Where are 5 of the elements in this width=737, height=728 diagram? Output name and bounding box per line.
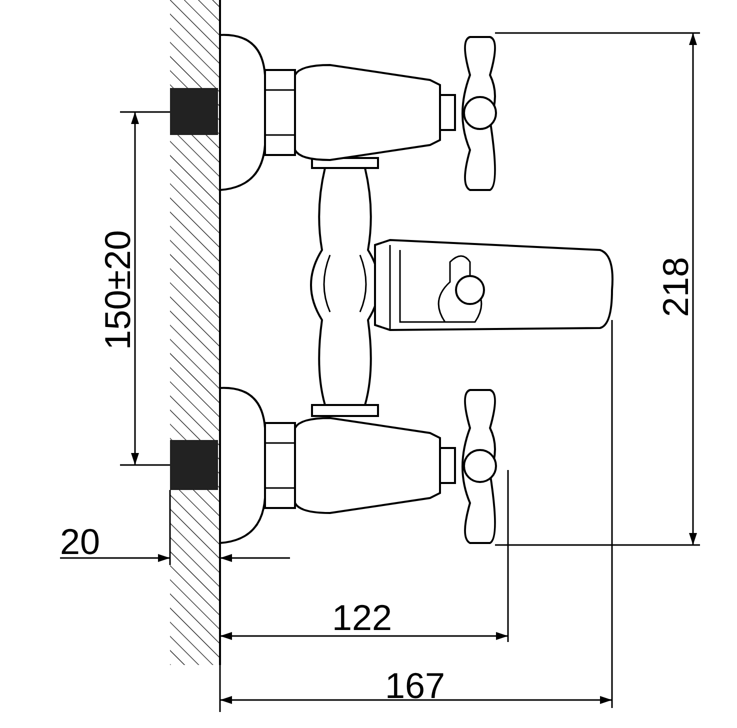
- dimension-label: 20: [60, 524, 100, 560]
- dimension-label: 150±20: [100, 230, 136, 350]
- dimension-label: 218: [658, 256, 694, 318]
- dimension-label: 167: [384, 668, 446, 704]
- dimension-label: 122: [332, 600, 392, 636]
